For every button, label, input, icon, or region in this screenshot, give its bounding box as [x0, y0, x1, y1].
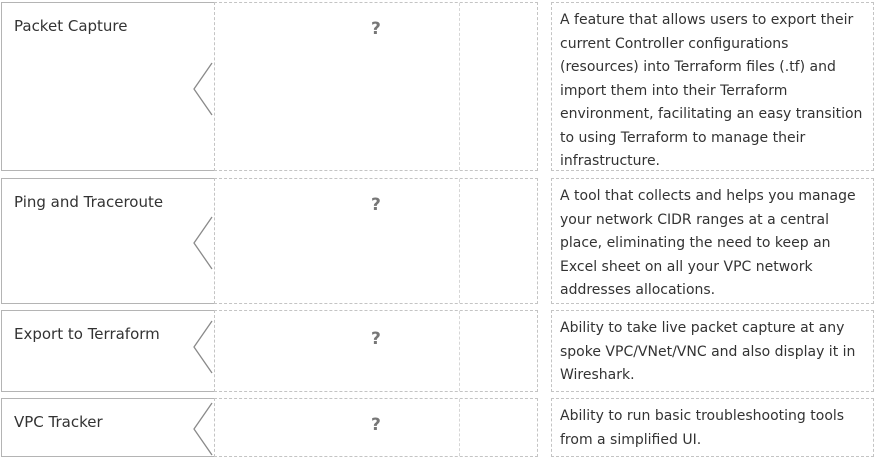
- slot-divider: [459, 399, 460, 456]
- slot-divider: [459, 3, 460, 170]
- term-card[interactable]: Export to Terraform: [1, 310, 214, 392]
- slot-divider: [459, 179, 460, 303]
- drop-slot[interactable]: ?: [214, 2, 538, 171]
- description-text: A tool that collects and helps you manag…: [560, 188, 856, 298]
- question-mark: ?: [371, 415, 381, 435]
- chevron-left-icon: [193, 216, 213, 270]
- description-card: Ability to run basic troubleshooting too…: [551, 398, 874, 457]
- term-card[interactable]: VPC Tracker: [1, 398, 214, 457]
- question-mark: ?: [371, 19, 381, 39]
- match-row: Export to Terraform ? Ability to take li…: [0, 310, 876, 392]
- description-text: Ability to take live packet capture at a…: [560, 320, 856, 383]
- question-mark: ?: [371, 329, 381, 349]
- chevron-left-icon: [193, 320, 213, 374]
- description-card: Ability to take live packet capture at a…: [551, 310, 874, 392]
- match-row: VPC Tracker ? Ability to run basic troub…: [0, 398, 876, 457]
- description-card: A tool that collects and helps you manag…: [551, 178, 874, 304]
- slot-divider: [459, 311, 460, 391]
- drop-slot[interactable]: ?: [214, 310, 538, 392]
- term-label: Ping and Traceroute: [14, 193, 164, 211]
- chevron-left-icon: [193, 402, 213, 456]
- drop-slot[interactable]: ?: [214, 178, 538, 304]
- term-card[interactable]: Ping and Traceroute: [1, 178, 214, 304]
- description-card: A feature that allows users to export th…: [551, 2, 874, 171]
- term-label: Export to Terraform: [14, 325, 160, 343]
- question-mark: ?: [371, 195, 381, 215]
- term-label: VPC Tracker: [14, 413, 103, 431]
- drop-slot[interactable]: ?: [214, 398, 538, 457]
- description-text: A feature that allows users to export th…: [560, 12, 863, 169]
- match-row: Packet Capture ? A feature that allows u…: [0, 2, 876, 171]
- description-text: Ability to run basic troubleshooting too…: [560, 408, 845, 448]
- match-row: Ping and Traceroute ? A tool that collec…: [0, 178, 876, 304]
- term-card[interactable]: Packet Capture: [1, 2, 214, 171]
- chevron-left-icon: [193, 62, 213, 116]
- term-label: Packet Capture: [14, 17, 128, 35]
